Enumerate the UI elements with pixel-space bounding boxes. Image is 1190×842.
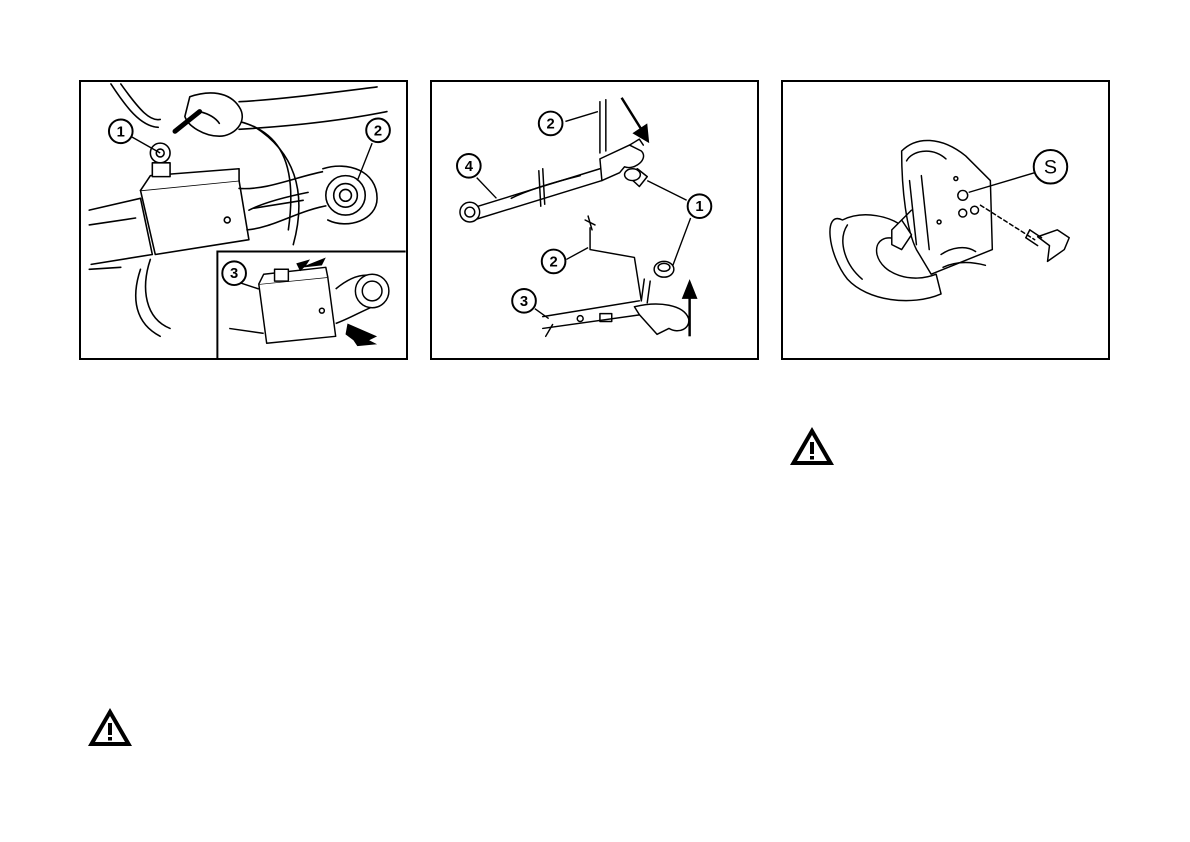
callout-label: 4 bbox=[465, 159, 474, 175]
callout-4: 4 bbox=[457, 154, 496, 198]
callout-label: 3 bbox=[520, 294, 528, 310]
figure-hook-insertion: 2 4 1 2 3 bbox=[430, 80, 759, 360]
figure-hook-bolt: S bbox=[781, 80, 1110, 360]
callout-1: 1 bbox=[647, 181, 711, 266]
callout-label: 2 bbox=[374, 123, 382, 139]
arrow-icon bbox=[622, 98, 650, 143]
callout-2-lower: 2 bbox=[542, 248, 588, 274]
illustration-lower-link: 2 4 1 2 3 bbox=[432, 82, 757, 358]
warning-triangle-icon bbox=[788, 425, 836, 467]
callout-label: 1 bbox=[695, 199, 703, 215]
callout-1: 1 bbox=[109, 119, 160, 153]
callout-2-upper: 2 bbox=[539, 112, 598, 136]
callout-label: 2 bbox=[549, 254, 557, 270]
warning-triangle-icon bbox=[86, 706, 134, 748]
callout-label: 3 bbox=[230, 266, 238, 282]
illustration-hook-bolt: S bbox=[783, 82, 1108, 358]
callout-label: 1 bbox=[117, 124, 125, 140]
callout-label: 2 bbox=[547, 116, 555, 132]
figure-top-link-removal: 1 2 3 bbox=[79, 80, 408, 360]
callout-label: S bbox=[1044, 157, 1057, 179]
illustration-top-link: 1 2 3 bbox=[81, 82, 406, 358]
callout-3: 3 bbox=[512, 289, 548, 319]
callout-3: 3 bbox=[222, 261, 246, 285]
